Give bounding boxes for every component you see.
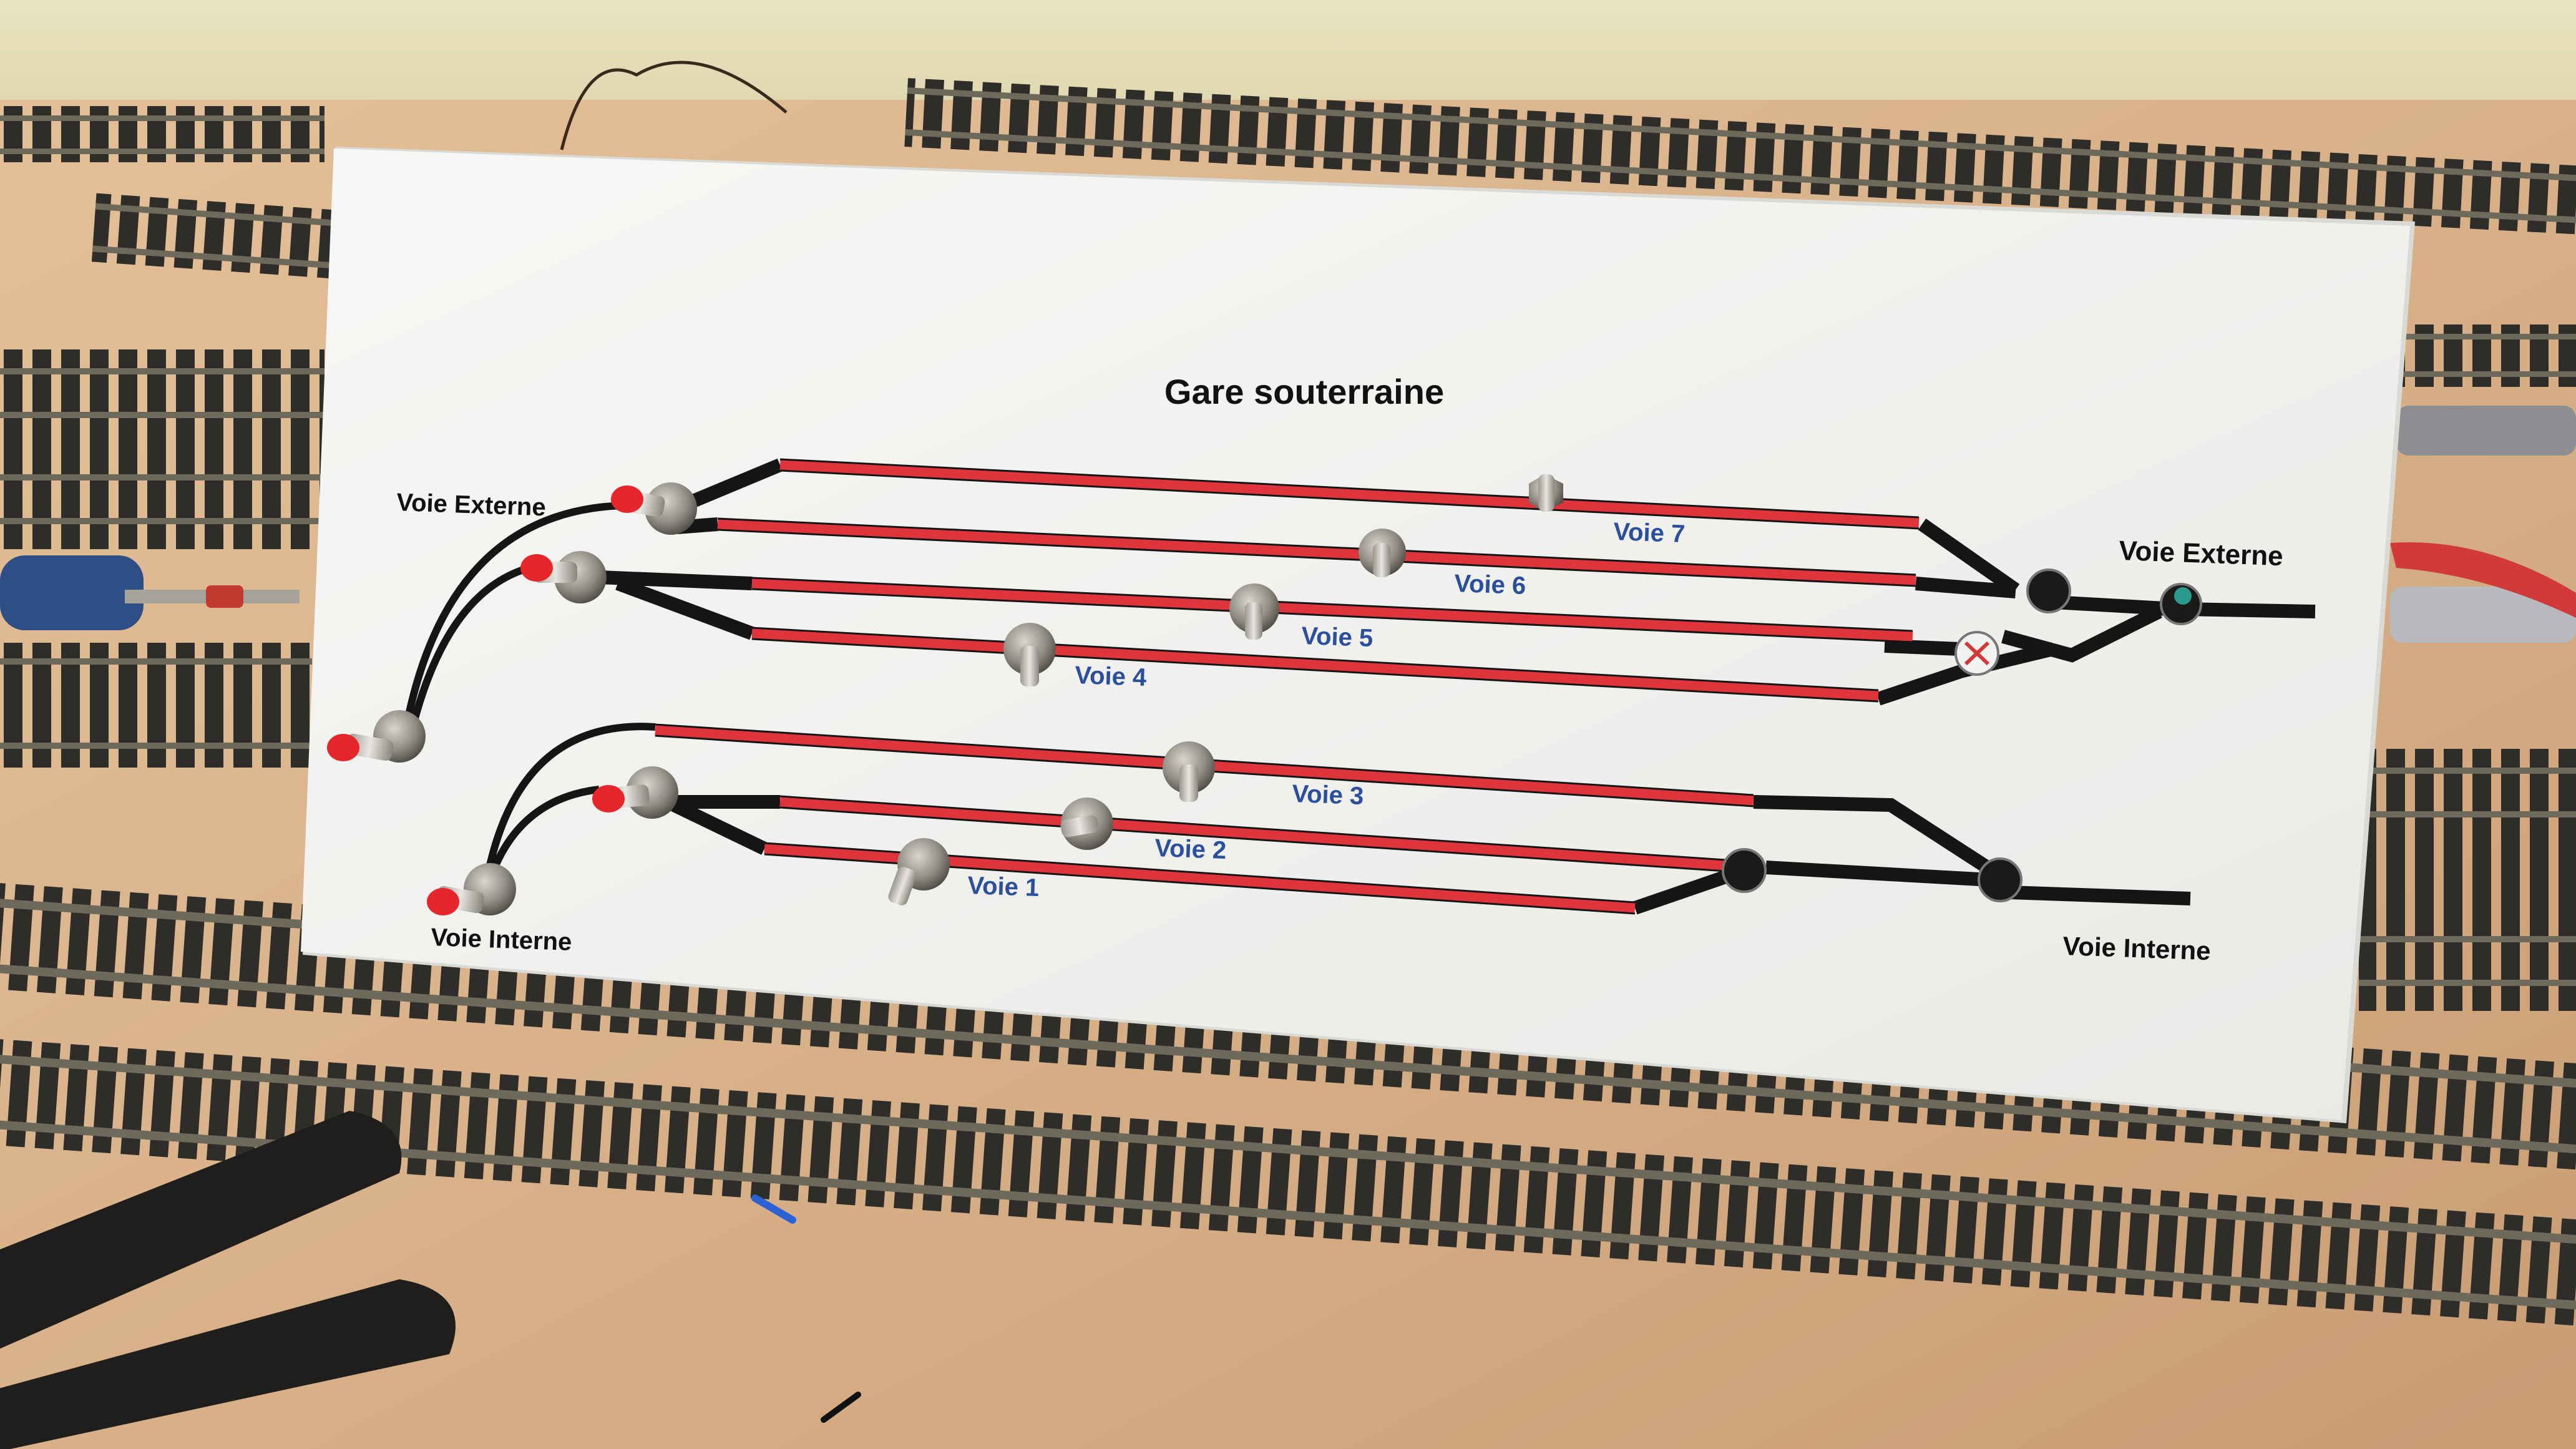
red-toggle-voie-externe-2[interactable]	[520, 551, 607, 603]
red-toggle-voie-interne-1[interactable]	[592, 766, 678, 819]
toggle-switch-voie-4[interactable]	[1003, 623, 1056, 686]
label-voie-1: Voie 1	[967, 872, 1040, 902]
panel-wires	[560, 61, 788, 150]
toggle-switch-voie-3[interactable]	[1163, 741, 1215, 802]
lower-black-lines	[655, 795, 2191, 915]
left-curves-lower	[483, 723, 656, 881]
label-voie-4: Voie 4	[1075, 661, 1148, 691]
upper-track-border	[717, 458, 1920, 703]
label-voie-5: Voie 5	[1301, 622, 1373, 652]
blue-wire-bit	[751, 1194, 796, 1224]
toggle-switch-voie-1[interactable]	[887, 838, 950, 907]
upper-red-tracks	[717, 459, 1920, 701]
red-toggle-voie-interne-2[interactable]	[427, 863, 516, 915]
background-track-left-2	[91, 193, 346, 280]
led-holes	[1722, 568, 2202, 902]
led-hole-1	[2026, 568, 2071, 613]
toggle-switch-voie-5[interactable]	[1229, 583, 1279, 640]
track-voie-4	[751, 628, 1879, 701]
label-voie-externe-left: Voie Externe	[396, 489, 547, 521]
toggle-switch-voie-2[interactable]	[1060, 798, 1113, 850]
red-toggle-voie-externe-1[interactable]	[611, 482, 697, 535]
label-voie-interne-right: Voie Interne	[2062, 931, 2212, 965]
background-track-left-1	[0, 106, 324, 162]
label-voie-interne-left: Voie Interne	[431, 924, 572, 956]
led-hole-5	[1978, 857, 2022, 902]
toggle-switch-voie-7[interactable]	[1529, 474, 1563, 512]
control-panel: Gare souterraine	[301, 147, 2415, 1123]
red-toggle-voie-externe-3[interactable]	[327, 710, 426, 763]
label-voie-6: Voie 6	[1454, 570, 1526, 600]
foreground-track-2	[0, 1035, 2576, 1333]
track-voie-7	[779, 459, 1920, 529]
label-voie-3: Voie 3	[1292, 780, 1364, 810]
left-curves-upper	[402, 501, 643, 731]
panel-title: Gare souterraine	[1164, 372, 1444, 411]
right-side-tools	[2390, 406, 2576, 643]
black-wire-bit	[821, 1392, 861, 1423]
background-track-left-3	[0, 349, 324, 549]
label-voie-externe-right: Voie Externe	[2119, 535, 2284, 572]
led-hole-4	[1722, 848, 1767, 893]
tweezers	[0, 1111, 456, 1449]
background-track-left-4	[0, 643, 312, 768]
track-voie-6	[717, 519, 1916, 586]
background-track-upper	[904, 78, 2576, 235]
screwdriver	[0, 555, 300, 630]
label-voie-2: Voie 2	[1154, 834, 1227, 864]
track-voie-5	[751, 578, 1913, 642]
label-voie-7: Voie 7	[1613, 518, 1686, 548]
toggle-switch-voie-6[interactable]	[1359, 529, 1406, 577]
track-voie-2	[779, 796, 1735, 872]
